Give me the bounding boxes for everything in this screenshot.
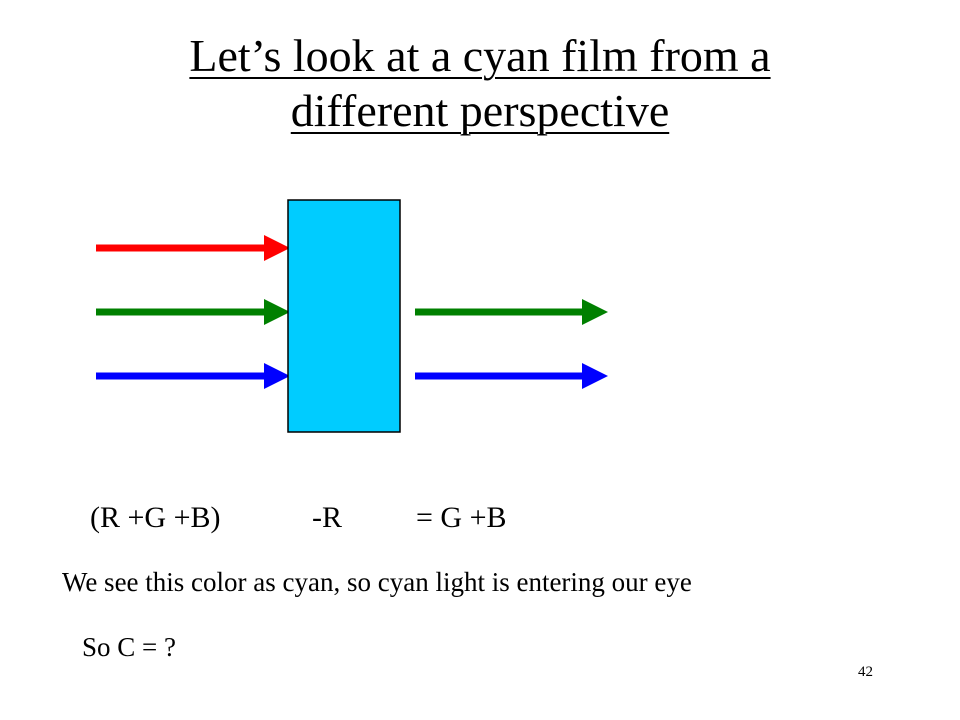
- outgoing-green-ray: [415, 299, 608, 325]
- observation-text: We see this color as cyan, so cyan light…: [62, 567, 692, 597]
- slide-title-line-2: different perspective: [290, 85, 670, 136]
- equation-minus: -R: [312, 501, 342, 534]
- question-text: So C = ?: [82, 632, 176, 662]
- slide-number: 42: [858, 664, 873, 680]
- equation-input: (R +G +B): [90, 501, 221, 534]
- incoming-red-ray: [96, 235, 290, 261]
- equation-result: = G +B: [416, 501, 507, 534]
- cyan-film: [287, 199, 401, 433]
- outgoing-blue-ray: [415, 363, 608, 389]
- slide-title: Let’s look at a cyan film from a differe…: [0, 28, 960, 138]
- incoming-green-ray: [96, 299, 290, 325]
- incoming-blue-ray: [96, 363, 290, 389]
- slide-title-line-1: Let’s look at a cyan film from a: [189, 30, 771, 81]
